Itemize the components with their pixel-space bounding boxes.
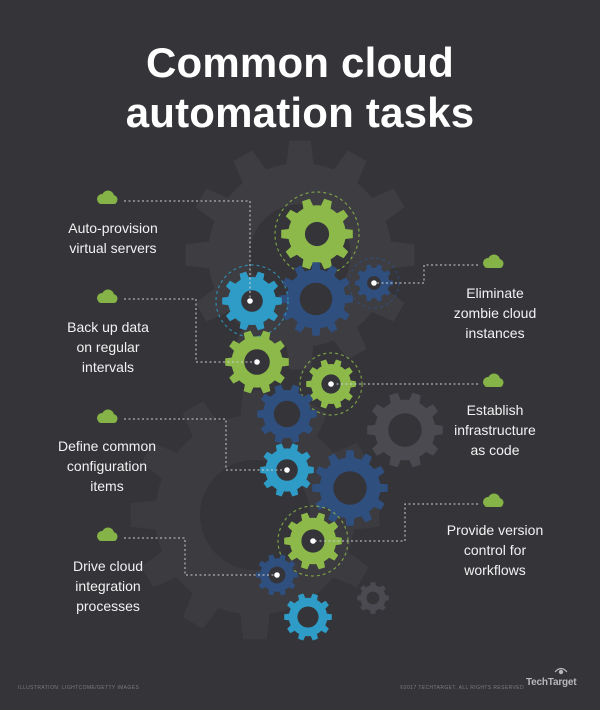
- gear-green-right-orbit: [299, 352, 363, 416]
- leader-line-0-endpoint: [247, 298, 253, 304]
- task-label-auto-provision: Auto-provision virtual servers: [68, 220, 158, 256]
- techtarget-logo: TechTarget: [526, 677, 577, 688]
- bg-gear-small-hole: [366, 591, 380, 605]
- techtarget-eye-icon: [554, 667, 568, 675]
- illustration-credit: ILLUSTRATION: LIGHTCOME/GETTY IMAGES: [18, 685, 140, 691]
- leader-line-1: [124, 298, 257, 363]
- gear-green-top-orbit: [274, 191, 360, 277]
- gear-blue-bottom-hole: [297, 606, 319, 628]
- cloud-icon-6: [483, 493, 504, 507]
- gear-green-top-hole: [304, 221, 330, 247]
- title-line-1: Common cloud: [145, 39, 455, 86]
- leader-line-2-endpoint: [284, 467, 290, 473]
- leader-line-1-endpoint: [254, 359, 260, 365]
- task-label-define-configuration: Define common configuration items: [57, 438, 157, 494]
- page-title: Common cloud automation tasks: [0, 38, 600, 138]
- leader-line-4: [374, 264, 478, 284]
- task-label-back-up-data: Back up data on regular intervals: [67, 319, 149, 375]
- task-label-version-control: Provide version control for workflows: [446, 522, 544, 578]
- gear-navy-mid-hole: [273, 400, 301, 428]
- bg-gear-right-hole: [388, 413, 422, 447]
- leader-line-0: [124, 200, 251, 301]
- leader-line-4-endpoint: [371, 280, 377, 286]
- leader-line-5-endpoint: [328, 381, 334, 387]
- leader-line-2: [124, 418, 287, 471]
- leader-line-6-endpoint: [310, 538, 316, 544]
- task-label-eliminate-zombie: Eliminate zombie cloud instances: [453, 285, 537, 341]
- leader-line-3: [124, 537, 277, 576]
- cloud-icon-4: [483, 254, 504, 268]
- cloud-icon-2: [97, 409, 118, 423]
- title-line-2: automation tasks: [125, 89, 475, 136]
- cloud-icon-3: [97, 527, 118, 541]
- gear-navy-small-right-orbit: [348, 257, 400, 309]
- cloud-icon-0: [97, 190, 118, 204]
- gear-navy-lower-hole: [333, 471, 367, 505]
- cloud-icon-5: [483, 373, 504, 387]
- task-label-drive-integration: Drive cloud integration processes: [72, 558, 144, 614]
- leader-line-3-endpoint: [274, 572, 280, 578]
- cloud-icon-1: [97, 289, 118, 303]
- copyright-notice: ©2017 TECHTARGET. ALL RIGHTS RESERVED: [399, 685, 524, 691]
- gear-navy-center-hole: [299, 282, 333, 316]
- task-label-infrastructure-code: Establish infrastructure as code: [454, 402, 536, 458]
- leader-line-6: [313, 503, 478, 542]
